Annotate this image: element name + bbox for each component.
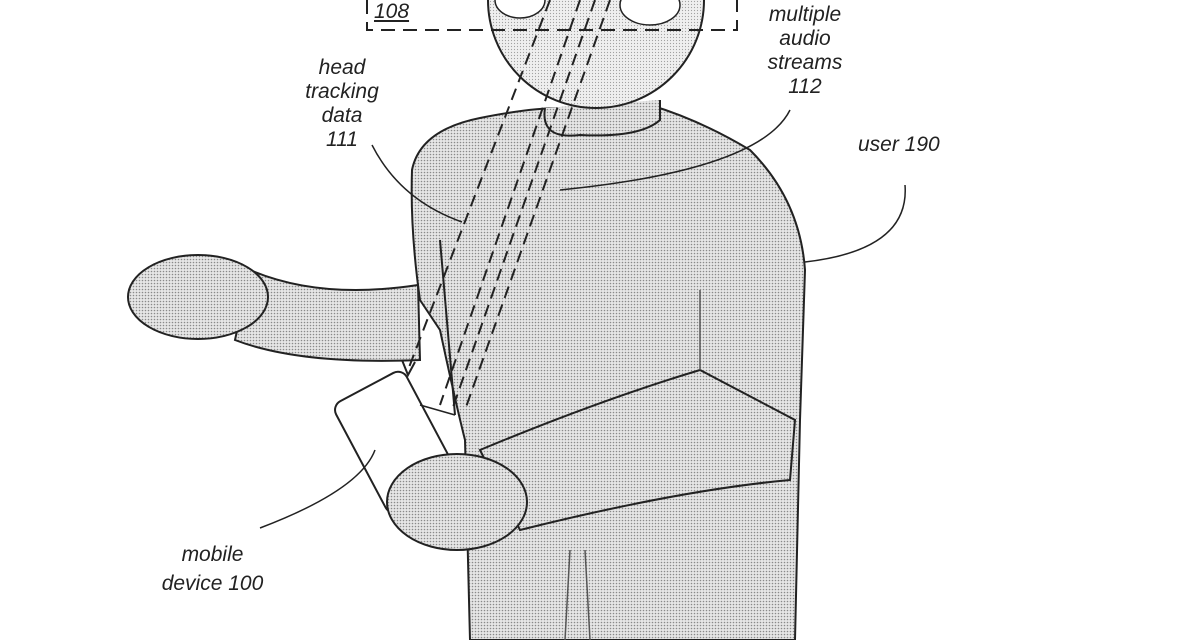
label-line: device 100 <box>161 572 264 595</box>
user-ear-left <box>494 0 546 19</box>
leader-190 <box>804 184 906 263</box>
leader-100 <box>259 449 376 529</box>
label-line: streams <box>767 51 843 74</box>
user-ear-right <box>619 0 681 26</box>
label-line: tracking <box>305 80 379 103</box>
label-mobile-device: mobile device 100 <box>150 540 275 598</box>
label-line: mobile <box>181 543 244 566</box>
user-right-hand <box>386 453 528 551</box>
user-neck <box>543 100 661 137</box>
audio-stream-line-1 <box>439 0 581 406</box>
label-line: head <box>318 56 366 79</box>
label-box-108: 108 <box>374 0 410 23</box>
label-line: data <box>321 104 363 127</box>
user-head <box>487 0 705 109</box>
leader-111 <box>371 144 463 223</box>
label-head-tracking: head tracking data 111 <box>292 56 392 152</box>
user-left-hand <box>127 254 269 340</box>
audio-stream-line-2 <box>451 0 596 411</box>
leader-112 <box>559 109 791 191</box>
label-audio-streams: multiple audio streams 112 <box>755 3 855 99</box>
user-body <box>410 103 807 640</box>
label-line: 111 <box>326 128 358 151</box>
user-left-arm <box>233 268 422 362</box>
user-right-arm <box>478 368 797 532</box>
label-line: multiple <box>768 3 842 26</box>
head-tracking-line <box>407 0 551 371</box>
audio-stream-line-3 <box>464 0 611 411</box>
label-line: 112 <box>788 75 822 98</box>
label-line: audio <box>779 27 831 50</box>
label-user: user 190 <box>858 133 940 156</box>
